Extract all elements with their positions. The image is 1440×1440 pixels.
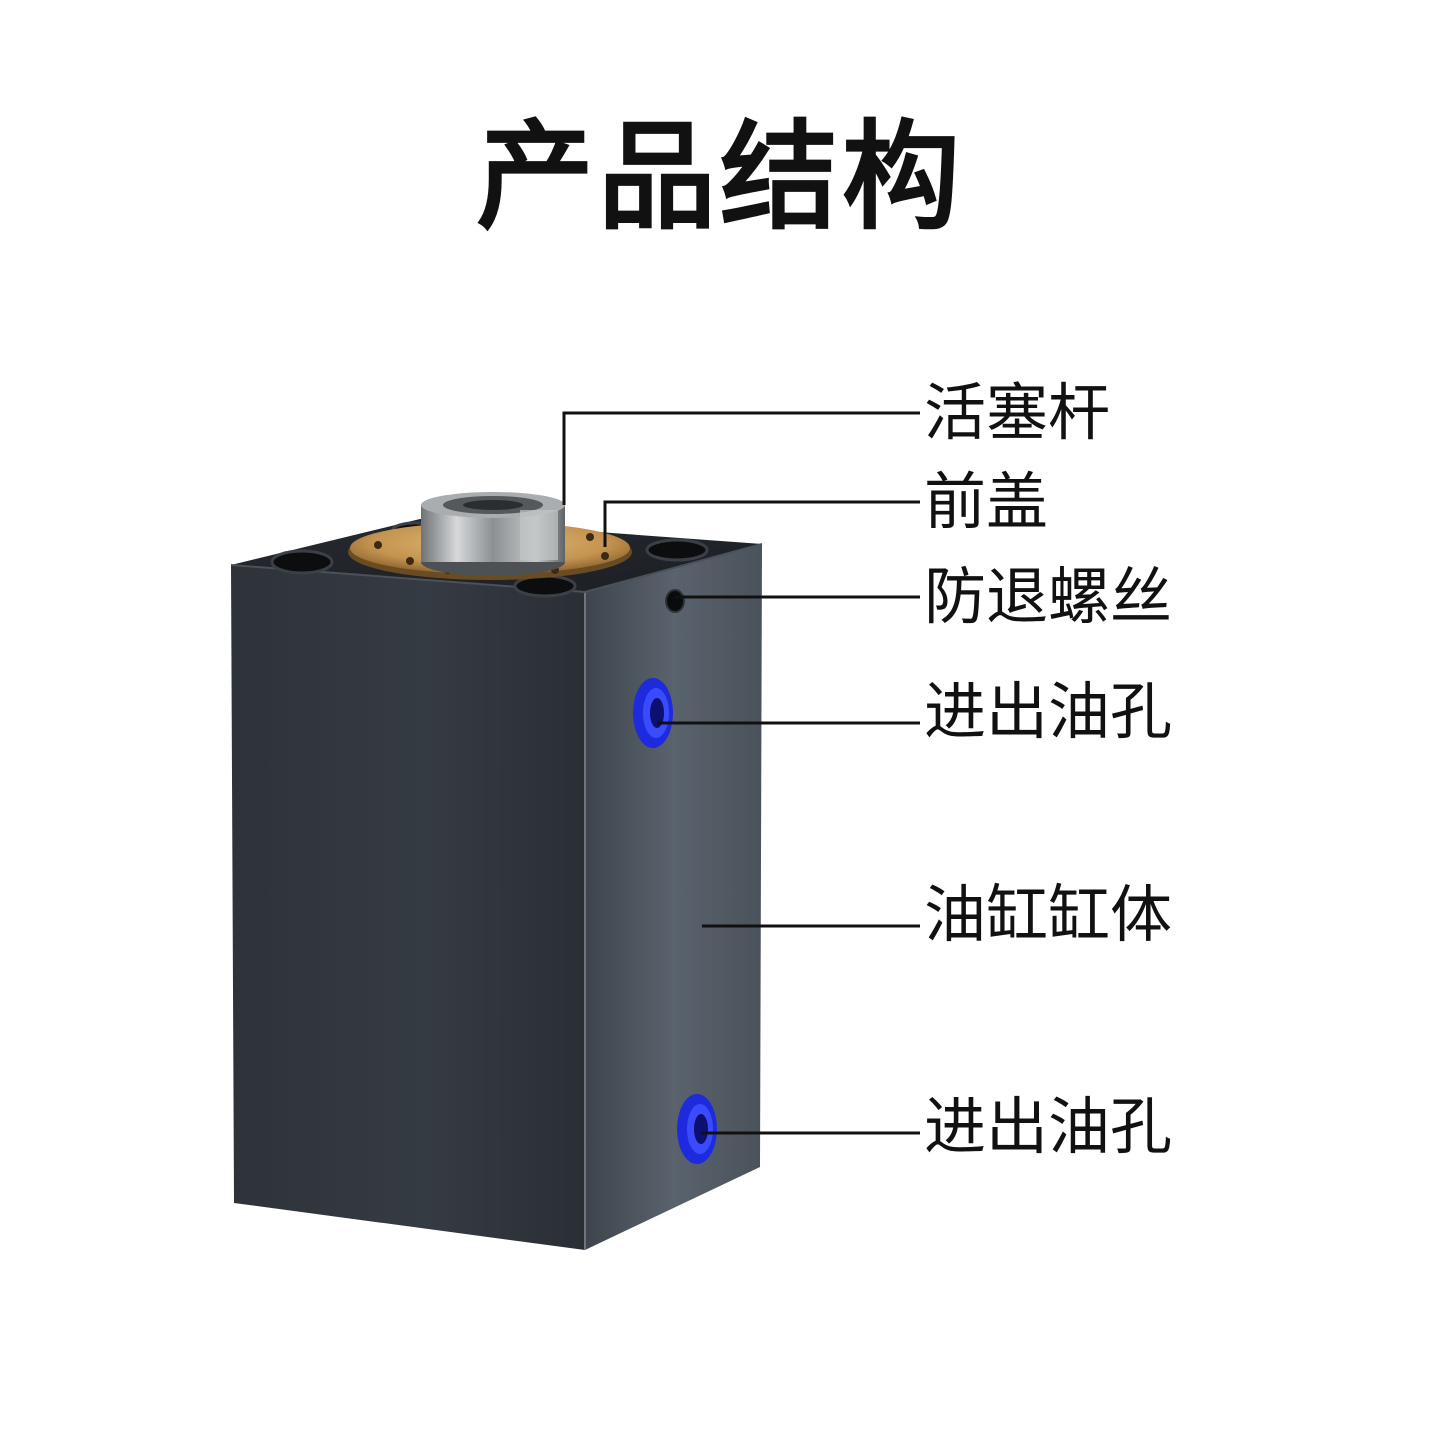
label-oil-port-upper: 进出油孔 — [924, 675, 1173, 748]
label-front-cover: 前盖 — [924, 465, 1049, 538]
oil-port-upper — [633, 678, 673, 748]
page-title: 产品结构 — [475, 108, 964, 246]
cylinder-side-face — [585, 544, 762, 1250]
label-cylinder-body: 油缸缸体 — [924, 878, 1173, 951]
mounting-hole — [270, 549, 334, 575]
label-anti-loosening-screw: 防退螺丝 — [924, 560, 1173, 633]
anti-loosening-screw-hole — [665, 589, 685, 613]
oil-port-lower — [677, 1094, 717, 1164]
cylinder-edge — [584, 543, 763, 593]
mounting-hole — [645, 538, 709, 562]
leader-line-front-cover — [603, 500, 920, 547]
label-piston-rod: 活塞杆 — [924, 376, 1111, 449]
leader-line-piston-rod — [562, 411, 920, 505]
piston-rod — [421, 492, 565, 576]
label-oil-port-lower: 进出油孔 — [924, 1090, 1173, 1163]
cylinder-front-face — [231, 565, 585, 1250]
